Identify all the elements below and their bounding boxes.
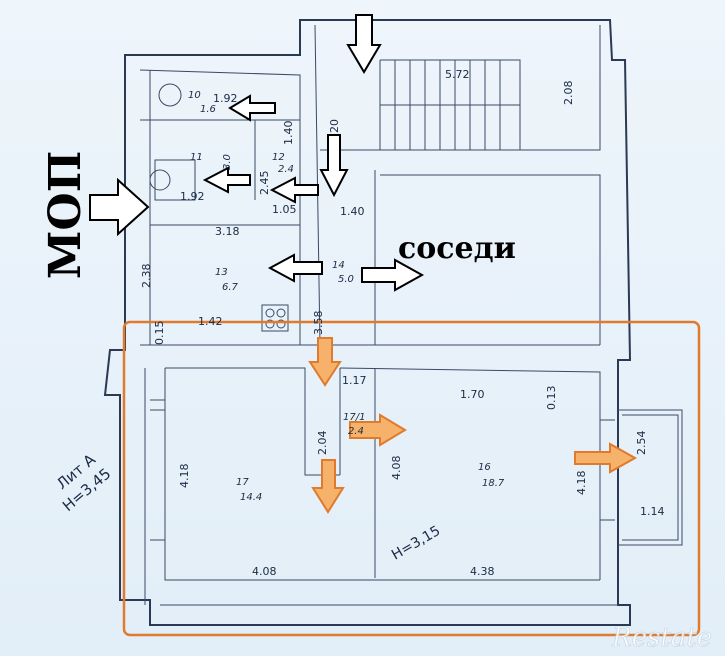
room-area: 3.0 bbox=[222, 154, 233, 170]
room-area: 1.6 bbox=[200, 104, 216, 115]
room-area: 6.7 bbox=[222, 282, 239, 293]
arrow-icon bbox=[319, 134, 349, 198]
arrow-icon bbox=[269, 176, 319, 204]
dim-label: 20 bbox=[328, 119, 341, 133]
arrow-icon bbox=[349, 413, 407, 447]
room-area: 5.0 bbox=[338, 274, 354, 285]
arrow-icon bbox=[361, 258, 425, 292]
dim-label: 4.18 bbox=[575, 471, 588, 496]
room-number: 16 bbox=[478, 462, 491, 473]
dim-label: 5.72 bbox=[445, 68, 470, 81]
dim-label: 1.40 bbox=[282, 121, 295, 146]
dim-label: 1.14 bbox=[640, 505, 665, 518]
stove-fixture bbox=[261, 304, 289, 332]
room-number: 13 bbox=[215, 267, 228, 278]
room-number: 11 bbox=[190, 152, 203, 163]
room-area: 2.4 bbox=[278, 164, 294, 175]
dim-label: 3.58 bbox=[312, 311, 325, 336]
dim-label: 2.38 bbox=[140, 264, 153, 289]
height-room-label: H=3,15 bbox=[389, 523, 443, 564]
arrow-icon bbox=[346, 14, 382, 74]
dim-label: 0.13 bbox=[545, 386, 558, 411]
room-number: 10 bbox=[188, 90, 201, 101]
arrow-icon bbox=[311, 459, 345, 514]
dim-label: 4.08 bbox=[390, 456, 403, 481]
neighbors-label: соседи bbox=[398, 231, 516, 266]
room-area: 2.4 bbox=[348, 426, 364, 437]
dim-label: 0.15 bbox=[153, 321, 166, 346]
dim-label: 1.17 bbox=[342, 374, 367, 387]
bath-fixture bbox=[154, 159, 196, 201]
mop-label: МОП bbox=[40, 151, 91, 280]
black-arrows bbox=[89, 14, 425, 292]
dim-label: 3.18 bbox=[215, 225, 240, 238]
apartment-highlight bbox=[122, 320, 701, 637]
fixtures bbox=[149, 83, 289, 332]
arrow-icon bbox=[202, 166, 251, 194]
dim-label: 1.42 bbox=[198, 315, 223, 328]
dim-label: 1.70 bbox=[460, 388, 485, 401]
dim-label: 2.04 bbox=[316, 431, 329, 456]
room-number: 14 bbox=[332, 260, 345, 271]
arrow-icon bbox=[574, 442, 638, 474]
dim-label: 2.08 bbox=[562, 81, 575, 106]
dim-label: 2.45 bbox=[258, 171, 271, 196]
room-area: 18.7 bbox=[482, 478, 505, 489]
watermark-logo: Restate bbox=[611, 623, 712, 653]
dim-label: 1.92 bbox=[180, 190, 205, 203]
arrow-icon bbox=[89, 177, 150, 237]
room-area: 14.4 bbox=[240, 492, 262, 503]
room-number: 17/1 bbox=[343, 412, 365, 423]
dim-label: 2.54 bbox=[635, 431, 648, 456]
dim-label: 1.92 bbox=[213, 92, 238, 105]
room-number: 12 bbox=[272, 152, 285, 163]
toilet-fixture bbox=[158, 83, 182, 107]
orange-arrows bbox=[308, 337, 638, 514]
dim-label: 4.08 bbox=[252, 565, 277, 578]
dim-label: 4.18 bbox=[178, 464, 191, 489]
dim-label: 1.40 bbox=[340, 205, 365, 218]
room-number: 17 bbox=[236, 477, 249, 488]
dim-label: 4.38 bbox=[470, 565, 495, 578]
dim-label: 1.05 bbox=[272, 203, 297, 216]
arrow-icon bbox=[308, 337, 342, 387]
arrow-icon bbox=[228, 94, 276, 122]
arrow-icon bbox=[267, 253, 323, 283]
building-walls bbox=[103, 19, 683, 626]
